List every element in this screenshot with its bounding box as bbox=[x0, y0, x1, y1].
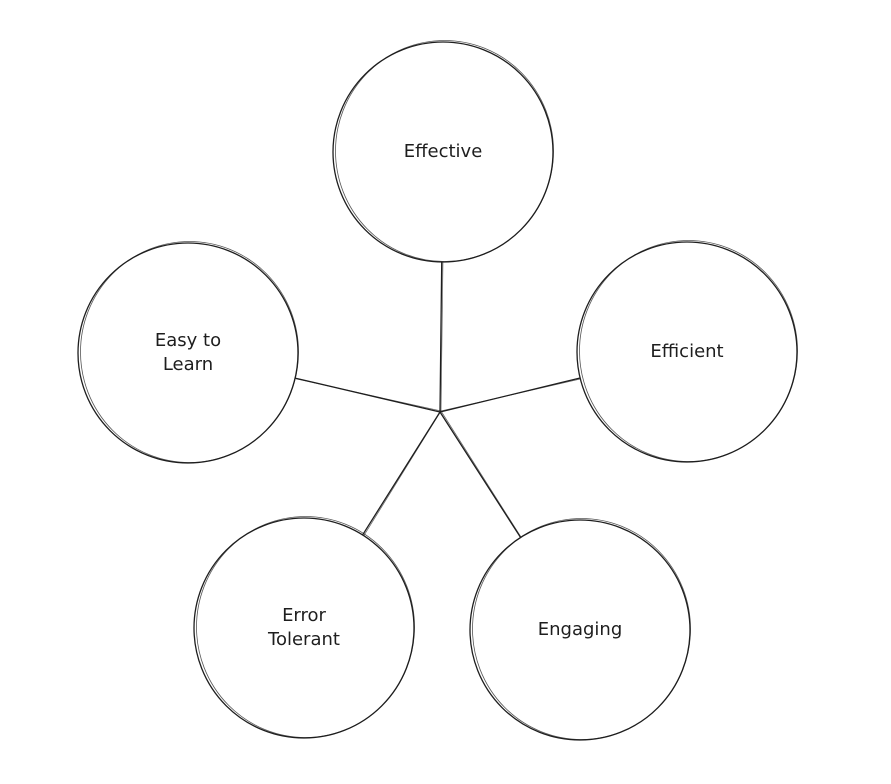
node-circle-sketch-easy-to-learn bbox=[80, 241, 299, 463]
node-circle-sketch-effective bbox=[335, 40, 554, 262]
node-label-efficient-line-1: Efficient bbox=[650, 341, 723, 362]
connector-line-sketch-effective bbox=[440, 262, 444, 412]
connector-line-sketch-efficient bbox=[440, 378, 582, 412]
connector-line-error-tolerant bbox=[361, 411, 441, 536]
node-engaging: Engaging bbox=[469, 518, 691, 741]
connector-line-sketch-engaging bbox=[440, 410, 523, 539]
connector-line-effective bbox=[439, 261, 443, 413]
node-label-error-tolerant-line-1: Error bbox=[282, 605, 326, 626]
node-circle-engaging bbox=[469, 519, 691, 741]
connector-line-sketch-error-tolerant bbox=[363, 410, 442, 537]
diagram-nodes: EffectiveEfficientEngagingErrorTolerantE… bbox=[77, 40, 798, 741]
node-circle-sketch-engaging bbox=[472, 518, 691, 740]
node-circle-sketch-efficient bbox=[579, 240, 798, 462]
node-circle-sketch-error-tolerant bbox=[196, 516, 415, 738]
node-efficient: Efficient bbox=[576, 240, 798, 463]
node-label-easy-to-learn-line-1: Easy to bbox=[155, 330, 221, 351]
node-label-effective-line-1: Effective bbox=[404, 141, 483, 162]
node-label-error-tolerant-line-2: Tolerant bbox=[267, 629, 340, 650]
node-effective: Effective bbox=[332, 40, 554, 263]
node-label-easy-to-learn-line-2: Learn bbox=[163, 354, 213, 375]
node-label-engaging-line-1: Engaging bbox=[538, 619, 623, 640]
connector-line-sketch-easy-to-learn bbox=[295, 378, 442, 412]
connector-line-engaging bbox=[439, 411, 522, 539]
node-circle-efficient bbox=[576, 241, 798, 463]
node-circle-effective bbox=[332, 41, 554, 263]
node-circle-easy-to-learn bbox=[77, 242, 299, 464]
connector-lines bbox=[294, 261, 582, 539]
node-circle-error-tolerant bbox=[193, 517, 415, 739]
node-easy-to-learn: Easy to Learn bbox=[77, 241, 299, 464]
